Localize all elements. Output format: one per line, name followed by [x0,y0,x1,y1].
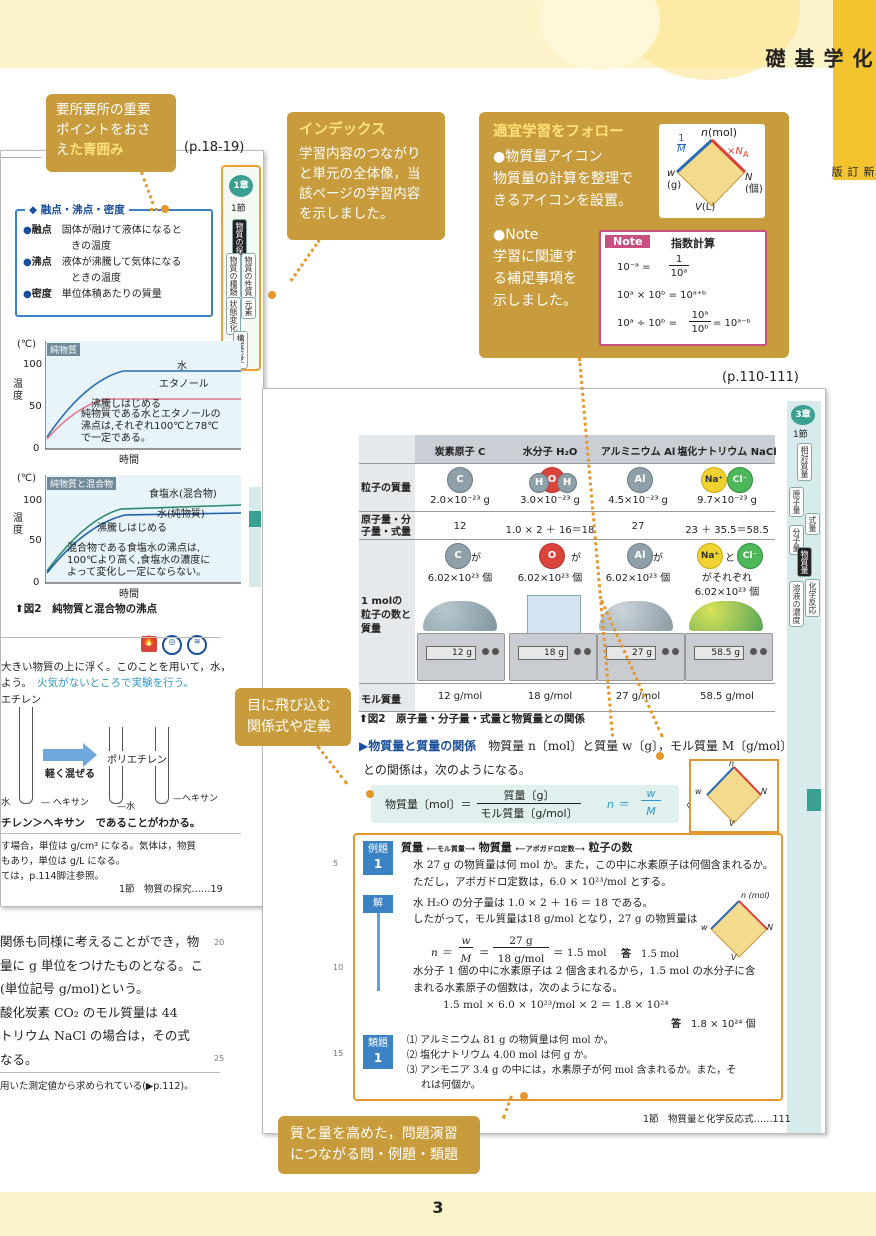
definition-list: ●融点 固体が融けて液体になると きの温度 ●沸点 液体が沸騰して気体になる と… [23,223,209,303]
hydrogen-atom-icon: H [529,473,549,493]
figure-caption: ⬆図2 原子量・分子量・式量と物質量との関係 [359,713,585,725]
page-footer: 1節 物質量と化学反応式……111 [643,1114,791,1125]
ventilation-icon: ≋ [187,635,208,655]
aluminium-pile [599,601,673,631]
side-title-tab: 化学基礎 新訂版 [762,0,876,180]
chapter-badge: 1章 [229,175,253,197]
fire-warning-icon: 🔥 [141,636,157,652]
mix-arrow-head [83,743,97,767]
mole-icon-example: n (mol) w N V [701,891,773,962]
definition-item: ●沸点 液体が沸騰して気体になる [23,257,182,268]
page-footer: 1節 物質の探究……19 [119,884,223,895]
page-number: 3 [432,1198,444,1217]
scale-salt: 58.5 g [685,633,773,681]
chapter-index-tab: 1章 1節 物質の探究 物質の種類 物質の性質 状態変化 元素 構成粒子 [221,165,261,371]
chloride-ion-icon: Cl⁻ [727,467,753,493]
graph-pure-vs-mixture: (℃) 純物質と混合物 温度 100 50 0 食塩水(混合物) 水(純物質) … [1,473,241,600]
hydrogen-atom-icon: H [557,473,577,493]
definition-box-title: ◆ 融点・沸点・密度 [25,202,129,217]
graph-title: 純物質 [47,343,81,356]
side-title: 化学基礎 [762,48,873,70]
formula-box: 物質量〔mol〕＝ 質量〔g〕 モル質量〔g/mol〕 n ＝ w M [371,785,679,823]
graph-pure-substance: (℃) 純物質 温度 100 50 0 水 エタノール 沸騰しはじめる 純物質で… [1,339,241,466]
bottom-band [0,1192,876,1236]
left-body-text: 関係も同様に考えることができ，物量に g 単位をつけたものとなる。こ(単位記号 … [0,934,204,1067]
index-item-1: 物質の種類 [226,253,241,299]
glasses-icon: ◎ [162,635,183,655]
salt-pile [689,601,763,631]
water-beaker [527,595,581,639]
graph-title: 純物質と混合物 [47,477,117,490]
top-band [0,0,876,80]
definition-box: ◆ 融点・沸点・密度 ●融点 固体が融けて液体になると きの温度 ●沸点 液体が… [15,202,213,317]
right-textbook-page: 3章 1節 相対質量 原子量 分子量 式量 物質量 化学反応 溶液の濃度 炭素原… [262,388,826,1134]
left-textbook-page: 1章 1節 物質の探究 物質の種類 物質の性質 状態変化 元素 構成粒子 ◆ 融… [0,150,264,907]
page-ref-left: (p.18-19) [184,140,245,155]
mole-icon-small: n w N V [689,759,779,833]
mix-arrow [43,749,83,761]
callout-practice: 質と量を高めた，問題演習につながる問・例題・類題 [278,1116,480,1174]
callout-boxed-points: 要所要所の重要 ポイントをおさ えた青囲み [46,94,176,172]
footnotes: す場合，単位は g/cm³ になる。気体は，物質もあり，単位は g/L になる。… [1,841,197,882]
carbon-pile [423,601,497,631]
chapter-index-tab: 3章 1節 相対質量 原子量 分子量 式量 物質量 化学反応 溶液の濃度 [787,401,821,1133]
carbon-atom-icon: C [447,467,473,493]
scale-water: 18 g [509,633,597,681]
aluminium-atom-icon: Al [627,543,653,569]
solution-badge: 解 [363,895,393,913]
graph-lines [45,475,241,584]
index-item-4: 元素 [241,297,256,319]
definition-item: ●融点 固体が融けて液体になると [23,225,182,236]
safety-icons: 🔥 ◎ ≋ [141,629,208,655]
chloride-ion-icon: Cl⁻ [737,543,763,569]
section-label: 1節 [231,204,246,214]
callout-formula: 目に飛び込む関係式や定義 [235,688,351,746]
aluminium-atom-icon: Al [627,467,653,493]
sodium-ion-icon: Na⁺ [701,467,727,493]
scale-carbon: 12 g [417,633,505,681]
test-tube-1 [19,707,33,804]
index-item-3: 状態変化 [226,297,241,335]
mole-table: 炭素原子 C 水分子 H₂O アルミニウム Al 塩化ナトリウム NaCl 粒子… [359,435,777,712]
oxygen-atom-icon: O [539,543,565,569]
flow-chart: 質量 ⟵モル質量⟶ 物質量 ⟵アボガドロ定数⟶ 粒子の数 [401,841,633,854]
label-ethanol: エタノール [159,379,209,390]
figure-caption: ⬆図2 純物質と混合物の沸点 [15,603,158,615]
section-text: ▶物質量と質量の関係 物質量 n〔mol〕と質量 w〔g〕，モル質量 M〔g/m… [359,739,793,753]
side-subtitle: 新訂版 [830,166,875,178]
sodium-ion-icon: Na⁺ [697,543,723,569]
page-ref-right: (p.110-111) [722,370,799,385]
carbon-atom-icon: C [445,543,471,569]
index-item-2: 物質の性質 [241,253,256,299]
note-box: Note 指数計算 10⁻ᵃ = 1 10ᵃ 10ᵃ × 10ᵇ = 10ᵃ⁺ᵇ… [599,230,767,346]
graph-lines [45,341,241,450]
label-water: 水 [177,361,187,372]
scale-aluminium: 27 g [597,633,685,681]
callout-index: インデックス 学習内容のつながりと単元の全体像，当該ページの学習内容を示しました… [287,112,445,240]
definition-item: ●密度 単位体積あたりの質量 [23,289,162,300]
